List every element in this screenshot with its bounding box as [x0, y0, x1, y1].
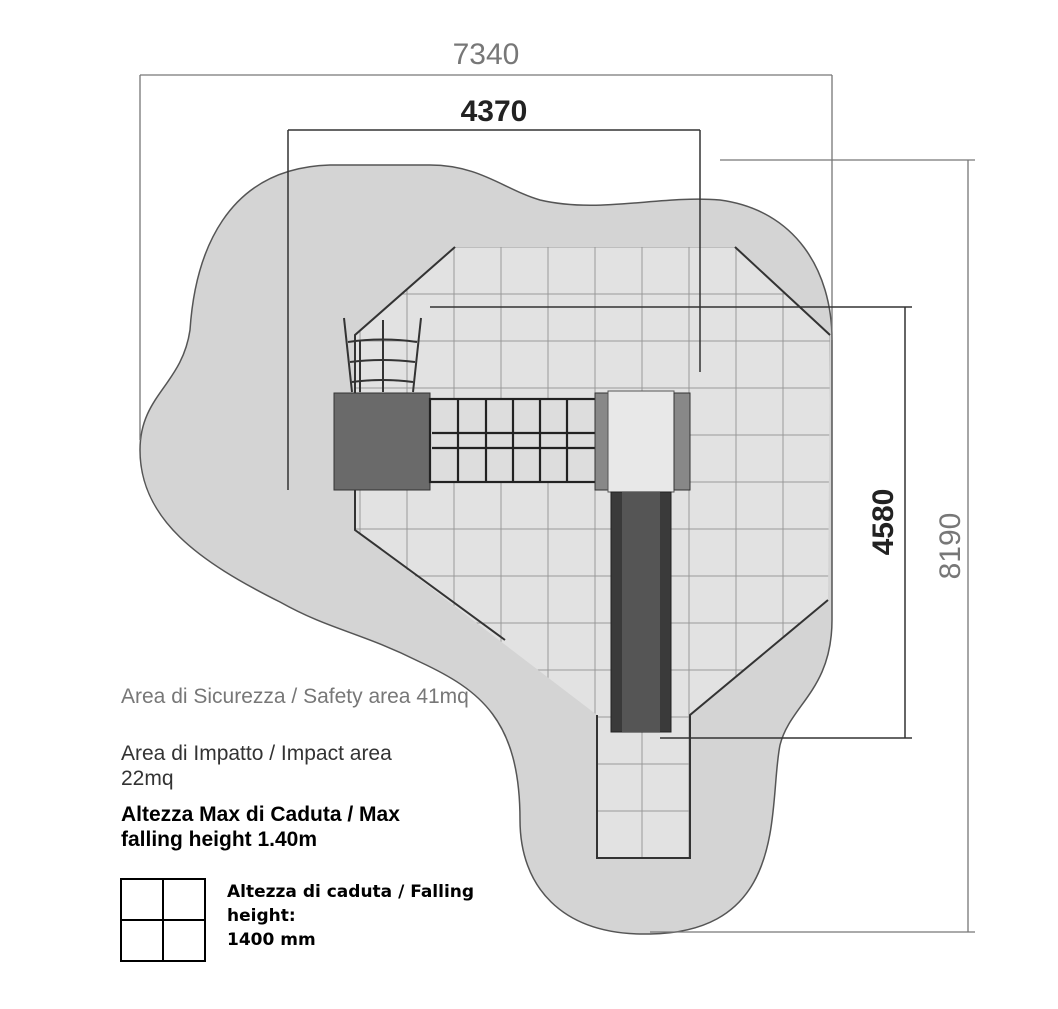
- dimension-structure-depth: 4580: [867, 489, 900, 556]
- dimension-lines: [139, 74, 975, 933]
- falling-height-key-value: 1400 mm: [227, 930, 316, 950]
- play-structure: [333, 317, 691, 733]
- dimension-structure-width: 4370: [461, 95, 528, 128]
- safety-area-label: Area di Sicurezza / Safety area 41mq: [121, 685, 469, 708]
- impact-area-label: Area di Impatto / Impact area 22mq: [121, 742, 392, 790]
- falling-height-key-symbol: [120, 878, 206, 962]
- climbing-net: [343, 317, 422, 393]
- dimension-overall-width: 7340: [453, 38, 520, 71]
- dimension-overall-depth: 8190: [934, 513, 967, 580]
- falling-height-key-text: Altezza di caduta / Falling height:: [227, 882, 475, 926]
- falling-height-key-label: Altezza di caduta / Falling height: 1400…: [227, 880, 497, 952]
- platform: [333, 392, 431, 491]
- bridge: [428, 397, 600, 484]
- slide-tower: [607, 390, 675, 493]
- max-fall-height-label: Altezza Max di Caduta / Max falling heig…: [121, 803, 400, 851]
